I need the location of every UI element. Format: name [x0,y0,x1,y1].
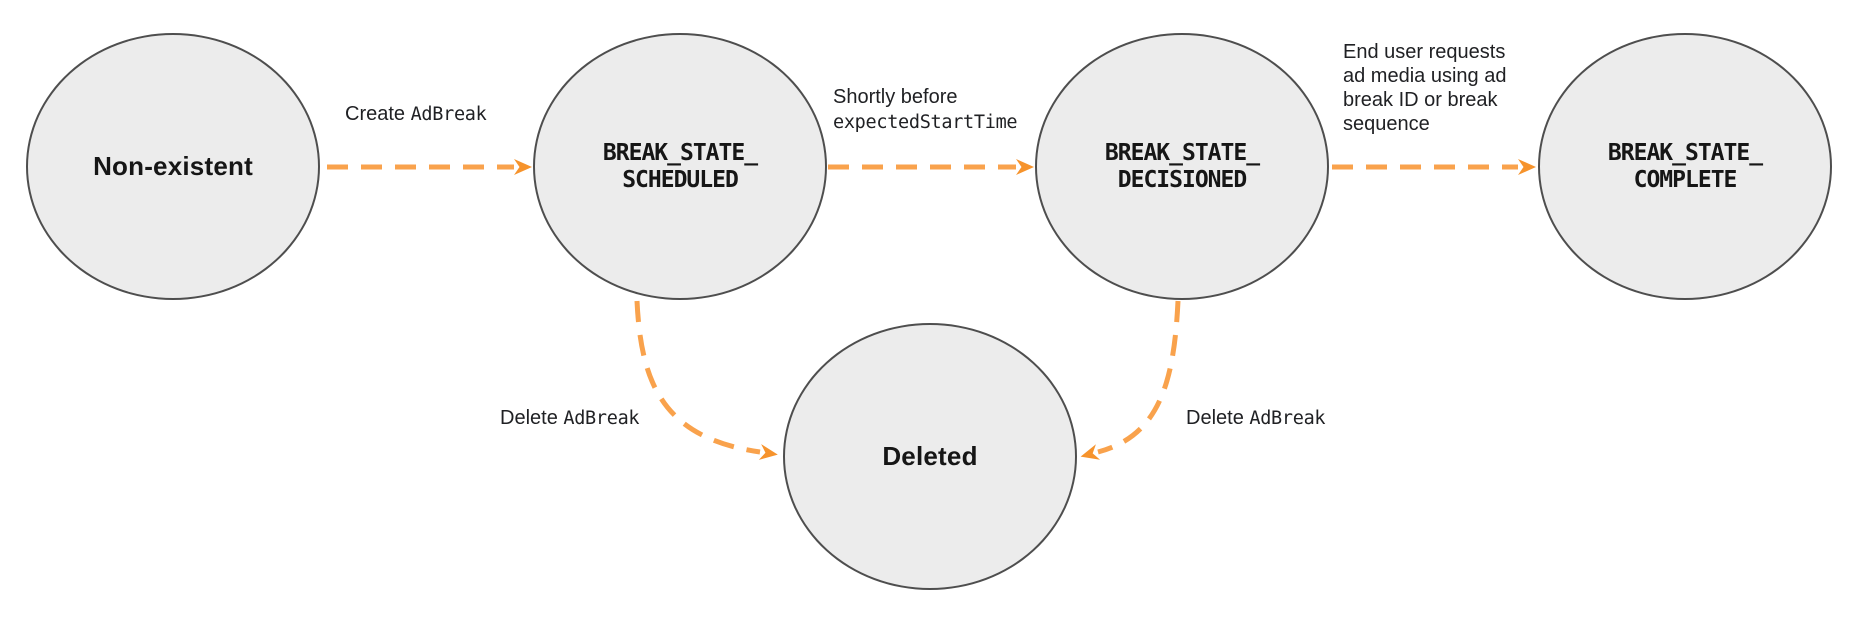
transition-label-create-adbreak: Create AdBreak [345,102,487,127]
transition-label-line: break ID or break [1343,89,1498,111]
transition-label-code: expectedStartTime [833,112,1018,133]
transition-label-code: AdBreak [1249,408,1326,429]
transition-label-text: Delete [500,407,564,429]
arrow-delete-adbreak-from-decisioned [1080,300,1181,460]
state-node-break-state-scheduled: BREAK_STATE_ SCHEDULED [533,33,827,300]
transition-label-line: End user requests [1343,41,1506,63]
state-label-break-state-decisioned-line2: DECISIONED [1117,166,1247,193]
state-node-break-state-decisioned: BREAK_STATE_ DECISIONED [1035,33,1329,300]
transition-label-delete-adbreak-left: Delete AdBreak [500,406,640,431]
state-label-non-existent: Non-existent [93,151,253,181]
state-node-break-state-complete: BREAK_STATE_ COMPLETE [1538,33,1832,300]
transition-label-shortly-before: Shortly before expectedStartTime [833,85,1018,135]
transition-label-line: sequence [1343,113,1430,135]
state-node-non-existent: Non-existent [26,33,320,300]
state-label-deleted: Deleted [882,441,978,471]
transition-label-text: Create [345,103,411,125]
transition-label-code: AdBreak [410,104,487,125]
state-label-break-state-decisioned-line1: BREAK_STATE_ [1104,139,1260,166]
transition-label-text: Shortly before [833,86,958,108]
transition-label-delete-adbreak-right: Delete AdBreak [1186,406,1326,431]
state-label-break-state-scheduled-line1: BREAK_STATE_ [602,139,758,166]
state-label-break-state-complete-line1: BREAK_STATE_ [1607,139,1763,166]
transition-label-line: ad media using ad [1343,65,1507,87]
arrow-delete-adbreak-from-scheduled [634,300,778,460]
state-label-break-state-complete-line2: COMPLETE [1633,166,1738,193]
transition-label-code: AdBreak [563,408,640,429]
transition-label-text: Delete [1186,407,1250,429]
transition-label-end-user-requests: End user requests ad media using ad brea… [1343,40,1506,136]
state-label-break-state-scheduled-line2: SCHEDULED [622,166,739,193]
state-node-deleted: Deleted [783,323,1077,590]
